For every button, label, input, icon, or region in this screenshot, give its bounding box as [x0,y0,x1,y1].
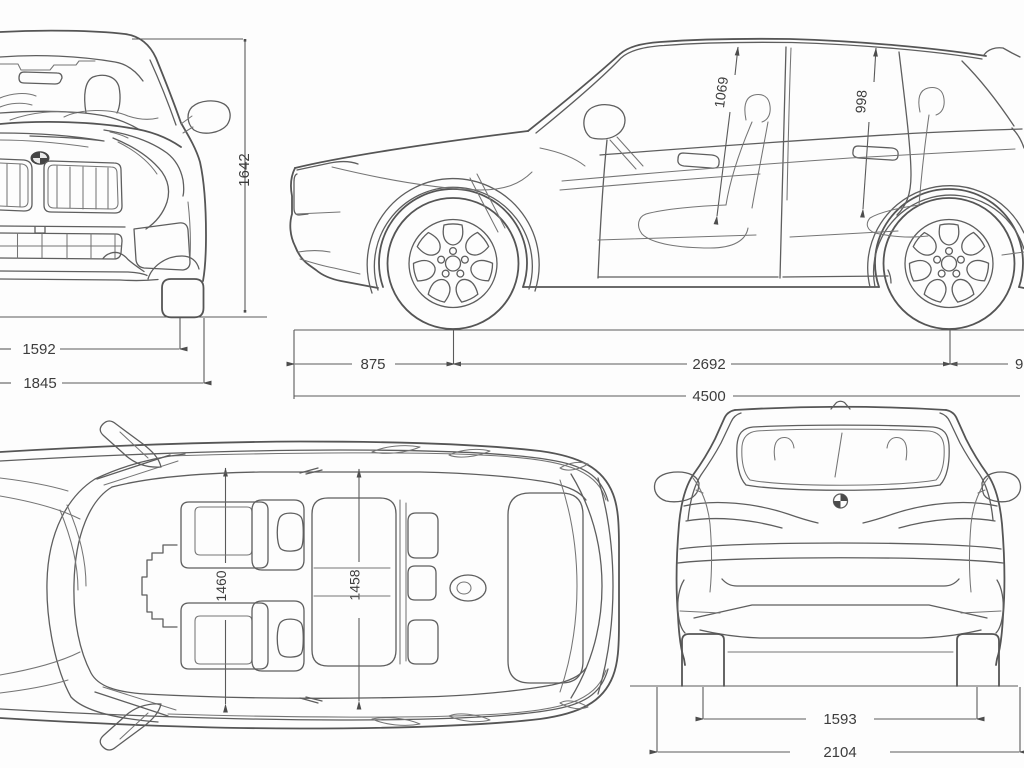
svg-text:875: 875 [360,356,385,373]
svg-text:1460: 1460 [213,570,229,601]
svg-text:1845: 1845 [23,375,56,392]
svg-text:1593: 1593 [823,711,856,728]
svg-text:2692: 2692 [692,356,725,373]
svg-text:2104: 2104 [823,744,856,761]
svg-text:933: 933 [1015,356,1024,373]
svg-text:998: 998 [852,89,870,114]
svg-text:1069: 1069 [711,76,731,109]
svg-text:1458: 1458 [347,569,363,600]
svg-text:1642: 1642 [236,153,253,186]
svg-text:1592: 1592 [22,341,55,358]
svg-text:4500: 4500 [692,388,725,405]
